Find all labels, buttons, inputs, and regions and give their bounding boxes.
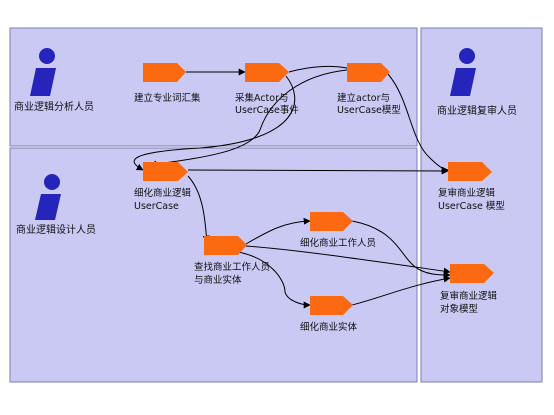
activity-pentagon-icon — [245, 63, 289, 82]
activity-pentagon-icon — [448, 162, 492, 181]
activity-label-line: 与商业实体 — [194, 274, 242, 286]
actor-analyst: 商业逻辑分析人员 — [14, 48, 94, 113]
activity-collect: 采集Actor与 UserCase事件 — [235, 63, 299, 116]
role-label: 商业逻辑设计人员 — [16, 223, 96, 236]
actors: 商业逻辑分析人员 商业逻辑复审人员 商业逻辑设计人员 — [14, 48, 517, 236]
activity-pentagon-icon — [143, 63, 186, 82]
activity-label-line: 建立专业词汇集 — [134, 92, 201, 104]
lane-analyst — [9, 27, 418, 147]
activity-label-line: 细化商业实体 — [300, 321, 358, 333]
edge-refine-entities-to-review-objects — [351, 275, 451, 306]
activity-label-line: 复审商业逻辑 — [440, 290, 498, 302]
activity-glossary: 建立专业词汇集 — [134, 63, 201, 104]
edge-find-workers-to-refine-workers — [245, 217, 311, 245]
actor-figure-icon — [30, 48, 56, 96]
activities: 建立专业词汇集 采集Actor与 UserCase事件 建立actor与 Use… — [134, 63, 505, 333]
activity-label-line: 建立actor与 — [337, 92, 390, 104]
role-label: 商业逻辑复审人员 — [437, 104, 517, 117]
lane-designer — [9, 147, 418, 383]
edge-collect-to-refine-usecase — [133, 75, 296, 171]
role-label: 商业逻辑分析人员 — [14, 100, 94, 113]
edge-build-model-to-refine-usecase — [149, 69, 348, 168]
activity-label-line: 采集Actor与 — [235, 92, 289, 104]
lane-reviewer — [420, 27, 543, 383]
activity-label-line: 查找商业工作人员 — [194, 261, 270, 273]
actor-reviewer: 商业逻辑复审人员 — [437, 48, 517, 117]
activity-pentagon-icon — [347, 63, 390, 82]
activity-label-line: 细化商业工作人员 — [300, 237, 376, 249]
activity-refine-usecase: 细化商业逻辑 UserCase — [134, 162, 192, 212]
edge-refine-usecase-to-review-usecase — [187, 167, 449, 175]
activity-build-model: 建立actor与 UserCase模型 — [337, 63, 401, 116]
edge-find-workers-to-review-objects — [245, 245, 451, 275]
activity-refine-workers: 细化商业工作人员 — [300, 212, 376, 249]
edge-find-workers-to-refine-entities — [237, 251, 311, 309]
activity-label-line: 复审商业逻辑 — [438, 187, 496, 199]
activity-pentagon-icon — [310, 212, 353, 231]
activity-pentagon-icon — [204, 236, 247, 255]
activity-pentagon-icon — [450, 264, 494, 283]
activity-review-usecase: 复审商业逻辑 UserCase 模型 — [438, 162, 505, 212]
activity-label-line: UserCase 模型 — [438, 200, 505, 212]
swimlanes — [9, 27, 543, 383]
actor-figure-icon — [35, 174, 61, 220]
activity-pentagon-icon — [143, 162, 188, 181]
activity-refine-entities: 细化商业实体 — [300, 296, 358, 333]
activity-find-workers: 查找商业工作人员 与商业实体 — [194, 236, 270, 286]
edge-refine-workers-to-review-objects — [351, 220, 451, 279]
activity-label-line: 对象模型 — [440, 303, 479, 315]
activity-label-line: UserCase — [134, 201, 179, 212]
activity-review-objects: 复审商业逻辑 对象模型 — [440, 264, 498, 315]
activity-label-line: UserCase事件 — [235, 104, 299, 116]
actor-designer: 商业逻辑设计人员 — [16, 174, 96, 236]
activity-label-line: UserCase模型 — [337, 104, 401, 116]
activity-label-line: 细化商业逻辑 — [134, 187, 192, 199]
activity-pentagon-icon — [310, 296, 353, 315]
actor-figure-icon — [450, 48, 476, 96]
connectors — [133, 65, 451, 309]
